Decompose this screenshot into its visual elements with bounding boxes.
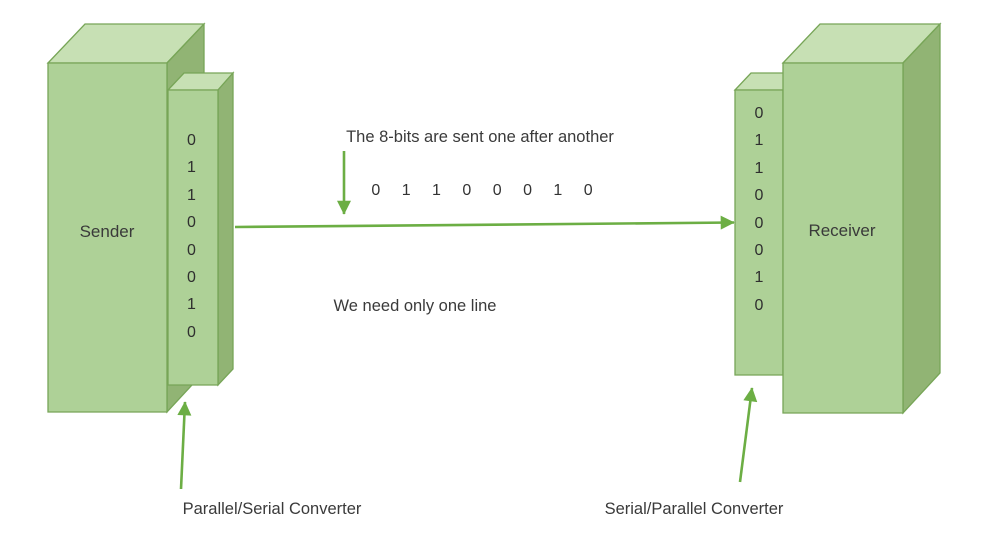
bit-value: 0 <box>754 241 764 259</box>
converter-left-side-face <box>217 71 234 387</box>
bit-value: 0 <box>754 105 764 122</box>
serial-bit-stream: 0 1 1 0 0 0 1 0 <box>371 182 593 199</box>
parallel-serial-converter-box <box>166 71 235 387</box>
bit-value: 1 <box>754 132 764 150</box>
bit-value: 0 <box>754 296 764 314</box>
sender-bit-column: 0 1 1 0 0 0 1 0 <box>165 127 218 346</box>
bit-value: 1 <box>187 186 196 204</box>
left-converter-label: Parallel/Serial Converter <box>182 500 362 518</box>
receiver-box <box>781 22 942 415</box>
bottom-caption: We need only one line <box>333 297 497 315</box>
receiver-box-side-face <box>902 22 941 415</box>
bit-value: 1 <box>187 296 196 314</box>
receiver-box-front-face <box>782 62 904 414</box>
bit-value: 0 <box>187 214 196 232</box>
converter-left-front-face <box>167 89 219 386</box>
sender-box-front-face <box>47 62 168 413</box>
right-converter-pointer-arrow <box>738 387 758 483</box>
right-converter-label: Serial/Parallel Converter <box>604 500 784 518</box>
top-caption: The 8-bits are sent one after another <box>346 128 614 146</box>
bit-value: 0 <box>187 132 196 149</box>
bit-value: 1 <box>754 269 764 287</box>
bit-value: 0 <box>187 268 196 286</box>
left-converter-pointer-arrow <box>177 401 192 490</box>
bit-value: 1 <box>187 159 196 177</box>
receiver-label: Receiver <box>808 221 876 240</box>
bit-value: 0 <box>187 241 196 259</box>
bit-value: 1 <box>754 159 764 177</box>
bit-value: 0 <box>754 187 764 205</box>
serial-line-arrow <box>234 215 735 230</box>
receiver-bit-column: 0 1 1 0 0 0 1 0 <box>735 100 783 319</box>
bit-value: 0 <box>754 214 764 232</box>
sender-label: Sender <box>79 222 135 241</box>
bit-value: 0 <box>187 323 196 341</box>
